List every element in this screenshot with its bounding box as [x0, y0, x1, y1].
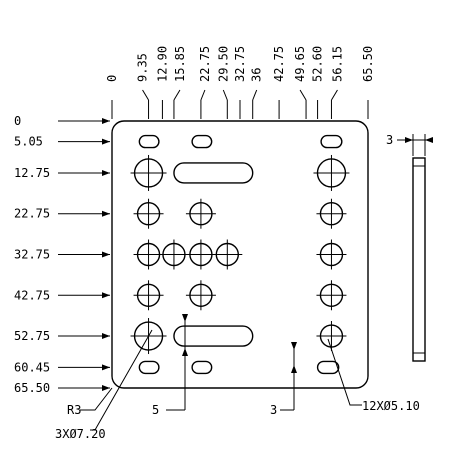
plate-features [130, 134, 350, 375]
svg-text:R3: R3 [67, 403, 81, 417]
y-dim-arrow [102, 251, 110, 258]
y-dim-label: 65.50 [14, 381, 50, 395]
thickness-label: 3 [386, 133, 393, 147]
y-dim-label: 52.75 [14, 329, 50, 343]
plate-outline [111, 120, 369, 389]
bottom-slot [191, 360, 213, 375]
y-dim-label: 0 [14, 114, 21, 128]
x-dim-label: 52.60 [311, 46, 325, 82]
top-slot [320, 134, 343, 149]
x-dim-jog [299, 89, 307, 101]
svg-text:12XØ5.10: 12XØ5.10 [362, 399, 420, 413]
x-dim-jog [173, 89, 181, 101]
thickness-arrow-left [405, 137, 413, 143]
side-view [412, 157, 426, 362]
svg-text:3XØ7.20: 3XØ7.20 [55, 427, 106, 441]
y-dim-arrow [102, 333, 110, 340]
x-dim-jog [222, 89, 228, 101]
svg-text:5: 5 [152, 403, 159, 417]
x-dim-label: 15.85 [173, 46, 187, 82]
y-dim-label: 42.75 [14, 288, 50, 302]
callout-slot-gap: 5 [152, 314, 188, 417]
y-dim-label: 32.75 [14, 248, 50, 262]
x-dim-label: 12.90 [155, 46, 169, 82]
svg-text:3: 3 [270, 403, 277, 417]
y-dim-arrow [102, 169, 110, 176]
y-dim-label: 22.75 [14, 207, 50, 221]
x-dim-jog [331, 89, 338, 101]
thickness-arrow-right [425, 137, 433, 143]
callout-large-holes: 3XØ7.20 [55, 329, 153, 441]
x-dim-jog [200, 89, 206, 101]
x-dim-label: 65.50 [361, 46, 375, 82]
top-slot [138, 134, 160, 149]
x-dim-jog [142, 89, 149, 101]
vertical-dimensions: 0 5.05 12.75 22.75 32.75 42.75 52.75 60.45 65.50 [14, 114, 110, 395]
y-dim-arrow [102, 364, 110, 371]
x-dim-label: 22.75 [198, 46, 212, 82]
y-dim-arrow [102, 210, 110, 217]
y-dim-arrow [102, 118, 110, 124]
x-dim-label: 36 [250, 68, 264, 82]
y-dim-arrow [102, 385, 110, 391]
y-dim-label: 5.05 [14, 135, 43, 149]
y-dim-arrow [102, 292, 110, 299]
callout-corner-radius: R3 [67, 387, 113, 417]
x-dim-label: 29.50 [216, 46, 230, 82]
y-dim-arrow [102, 138, 110, 145]
long-slot [173, 162, 254, 184]
top-slot [191, 134, 213, 149]
x-dim-label: 56.15 [330, 46, 344, 82]
bottom-slot [316, 360, 340, 375]
y-dim-label: 60.45 [14, 360, 50, 374]
x-dim-label: 42.75 [272, 46, 286, 82]
x-dim-label: 0 [105, 75, 119, 82]
x-dim-jog [252, 89, 258, 101]
callout-slot-offset: 3 [270, 342, 297, 417]
x-dim-label: 9.35 [136, 53, 150, 82]
x-dim-label: 32.75 [233, 46, 247, 82]
callout-small-holes: 12XØ5.10 [327, 338, 420, 413]
bottom-slot [138, 360, 160, 375]
long-slot [173, 325, 254, 347]
x-dim-label: 49.65 [293, 46, 307, 82]
y-dim-label: 12.75 [14, 166, 50, 180]
